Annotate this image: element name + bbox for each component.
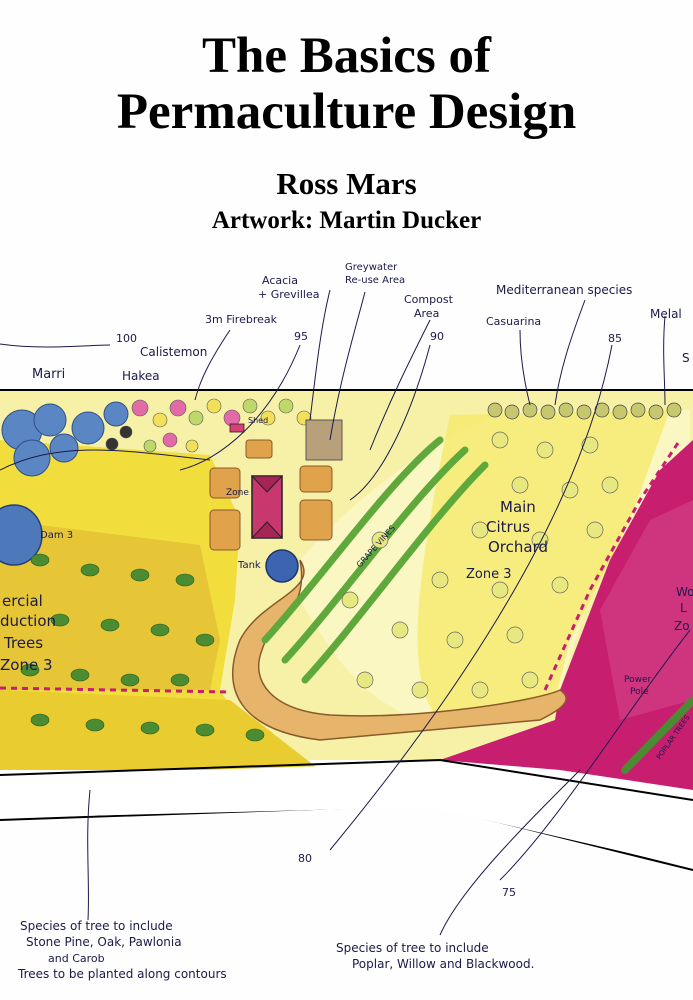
label-commercial-3: Trees [3,634,43,652]
commercial-zone-shade [0,520,220,690]
contour-95: 95 [294,330,308,343]
calistemon-hakea-shrubs [105,398,312,453]
dashed-boundary-lower [0,686,231,694]
book-title: The Basics of Permaculture Design [0,28,693,140]
label-reuse: Re-use Area [345,275,405,286]
contour-lines [0,343,691,881]
leader-lines [87,289,666,936]
commercial-trees [20,553,265,742]
zone1-garden-beds [209,439,333,551]
contour-85: 85 [608,332,622,345]
label-grevillea: + Grevillea [258,288,319,301]
orchard-trees [341,431,619,699]
label-zone3: Zone 3 [466,567,512,582]
artwork-credit: Artwork: Martin Ducker [211,207,482,234]
label-power: Power [624,675,652,685]
note-left-line4: Trees to be planted along contours [17,967,227,981]
label-s-edge: S [682,351,690,365]
woodlot-highlight [600,500,693,720]
contour-100: 100 [116,332,137,345]
house [250,475,284,539]
title-line-1: The Basics of [201,28,492,84]
title-line-2: Permaculture Design [116,84,577,140]
casuarina-row [487,402,682,420]
grape-vine-rows [261,436,489,684]
label-compost-area: Area [414,307,439,320]
boundary-bottom [0,758,693,801]
label-zone: Zone [226,488,249,498]
label-marri: Marri [32,367,65,382]
label-pole: Pole [630,687,649,697]
poplar-row [621,696,693,774]
shed [229,423,245,433]
label-hakea: Hakea [122,369,160,383]
label-acacia: Acacia [262,274,298,287]
lower-yellow-band [0,690,320,770]
road-white [0,762,693,868]
label-woodlot-1: Wo [676,585,693,599]
label-orchard: Orchard [488,538,548,556]
label-casuarina: Casuarina [486,315,541,328]
label-commercial-1: ercial [2,592,43,610]
note-right-line2: Poplar, Willow and Blackwood. [352,957,534,971]
note-left-line1: Species of tree to include [20,919,173,933]
label-mediterranean: Mediterranean species [496,283,632,297]
contour-90: 90 [430,330,444,343]
contour-75: 75 [502,886,516,899]
label-tank: Tank [237,560,261,571]
label-melal: Melal [650,307,682,321]
label-dam: Dam 3 [40,530,73,541]
dam [0,504,43,566]
label-commercial-2: duction [0,612,56,630]
water-tank [265,549,299,583]
contour-80: 80 [298,852,312,865]
label-shed: Shed [248,416,268,425]
label-firebreak: 3m Firebreak [205,313,278,326]
greywater-area [305,419,343,461]
label-main: Main [500,498,536,516]
label-citrus: Citrus [486,518,530,536]
label-compost: Compost [404,293,454,306]
driveway [232,559,567,741]
label-commercial-4: Zone 3 [0,656,53,674]
label-greywater: Greywater [345,262,398,273]
author-name: Ross Mars [276,166,417,201]
label-woodlot-2: L [680,601,687,615]
label-calistemon: Calistemon [140,345,207,359]
note-right-line1: Species of tree to include [336,941,489,955]
label-woodlot-3: Zo [674,619,690,633]
note-left-line2: Stone Pine, Oak, Pawlonia [26,935,182,949]
note-left-line3: and Carob [48,952,105,965]
